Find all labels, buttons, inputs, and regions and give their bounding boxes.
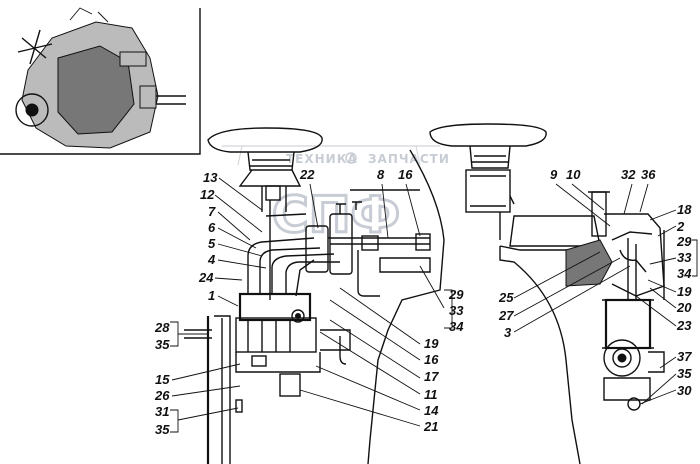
label: 5 bbox=[208, 236, 216, 251]
watermark-gear-icon bbox=[345, 152, 357, 164]
steering-wheel-left bbox=[207, 127, 323, 153]
label: 20 bbox=[676, 300, 692, 315]
label: 6 bbox=[208, 220, 216, 235]
label: 22 bbox=[299, 167, 315, 182]
label: 17 bbox=[424, 369, 439, 384]
engine-inset bbox=[0, 7, 201, 155]
label: 28 bbox=[154, 320, 170, 335]
label: 36 bbox=[641, 167, 656, 182]
label: 10 bbox=[566, 167, 581, 182]
left-view bbox=[184, 127, 445, 464]
label: 16 bbox=[424, 352, 439, 367]
label: 25 bbox=[498, 290, 514, 305]
label: 29 bbox=[676, 234, 692, 249]
label: 35 bbox=[155, 337, 170, 352]
label: 33 bbox=[677, 250, 692, 265]
fuel-tank bbox=[509, 215, 601, 247]
label: 1 bbox=[208, 288, 215, 303]
label: 8 bbox=[377, 167, 385, 182]
injection-pump-body bbox=[238, 292, 312, 322]
label: 34 bbox=[449, 319, 464, 334]
label: 21 bbox=[423, 419, 438, 434]
label: 24 bbox=[198, 270, 214, 285]
label: 12 bbox=[200, 187, 215, 202]
label: 11 bbox=[424, 387, 438, 402]
watermark-right-word: ЗАПЧАСТИ bbox=[368, 152, 450, 166]
right-labels: 9 10 32 36 18 2 29 33 34 19 20 23 25 27 … bbox=[498, 167, 692, 398]
label: 15 bbox=[155, 372, 170, 387]
label: 9 bbox=[550, 167, 558, 182]
label: 33 bbox=[449, 303, 464, 318]
label: 23 bbox=[676, 318, 692, 333]
label: 3 bbox=[504, 325, 512, 340]
label: 27 bbox=[498, 308, 514, 323]
label: 18 bbox=[677, 202, 692, 217]
label: 13 bbox=[203, 170, 218, 185]
label: 35 bbox=[677, 366, 692, 381]
label: 7 bbox=[208, 204, 216, 219]
engine-thumbnail bbox=[15, 7, 186, 149]
steering-wheel-right bbox=[429, 123, 547, 147]
label: 19 bbox=[677, 284, 692, 299]
label: 29 bbox=[448, 287, 464, 302]
label: 2 bbox=[676, 219, 685, 234]
label: 26 bbox=[154, 388, 170, 403]
label: 31 bbox=[155, 404, 169, 419]
watermark-left-word: ТЕХНИКА bbox=[286, 152, 358, 166]
label: 30 bbox=[677, 383, 692, 398]
watermark: ТЕХНИКА ЗАПЧАСТИ СПФ bbox=[222, 145, 450, 246]
left-leaders bbox=[170, 177, 453, 433]
label: 35 bbox=[155, 422, 170, 437]
label: 19 bbox=[424, 336, 439, 351]
label: 16 bbox=[398, 167, 413, 182]
label: 34 bbox=[677, 266, 692, 281]
right-leaders bbox=[513, 183, 698, 405]
label: 4 bbox=[207, 252, 216, 267]
label: 32 bbox=[621, 167, 636, 182]
label: 37 bbox=[677, 349, 692, 364]
label: 14 bbox=[424, 403, 439, 418]
